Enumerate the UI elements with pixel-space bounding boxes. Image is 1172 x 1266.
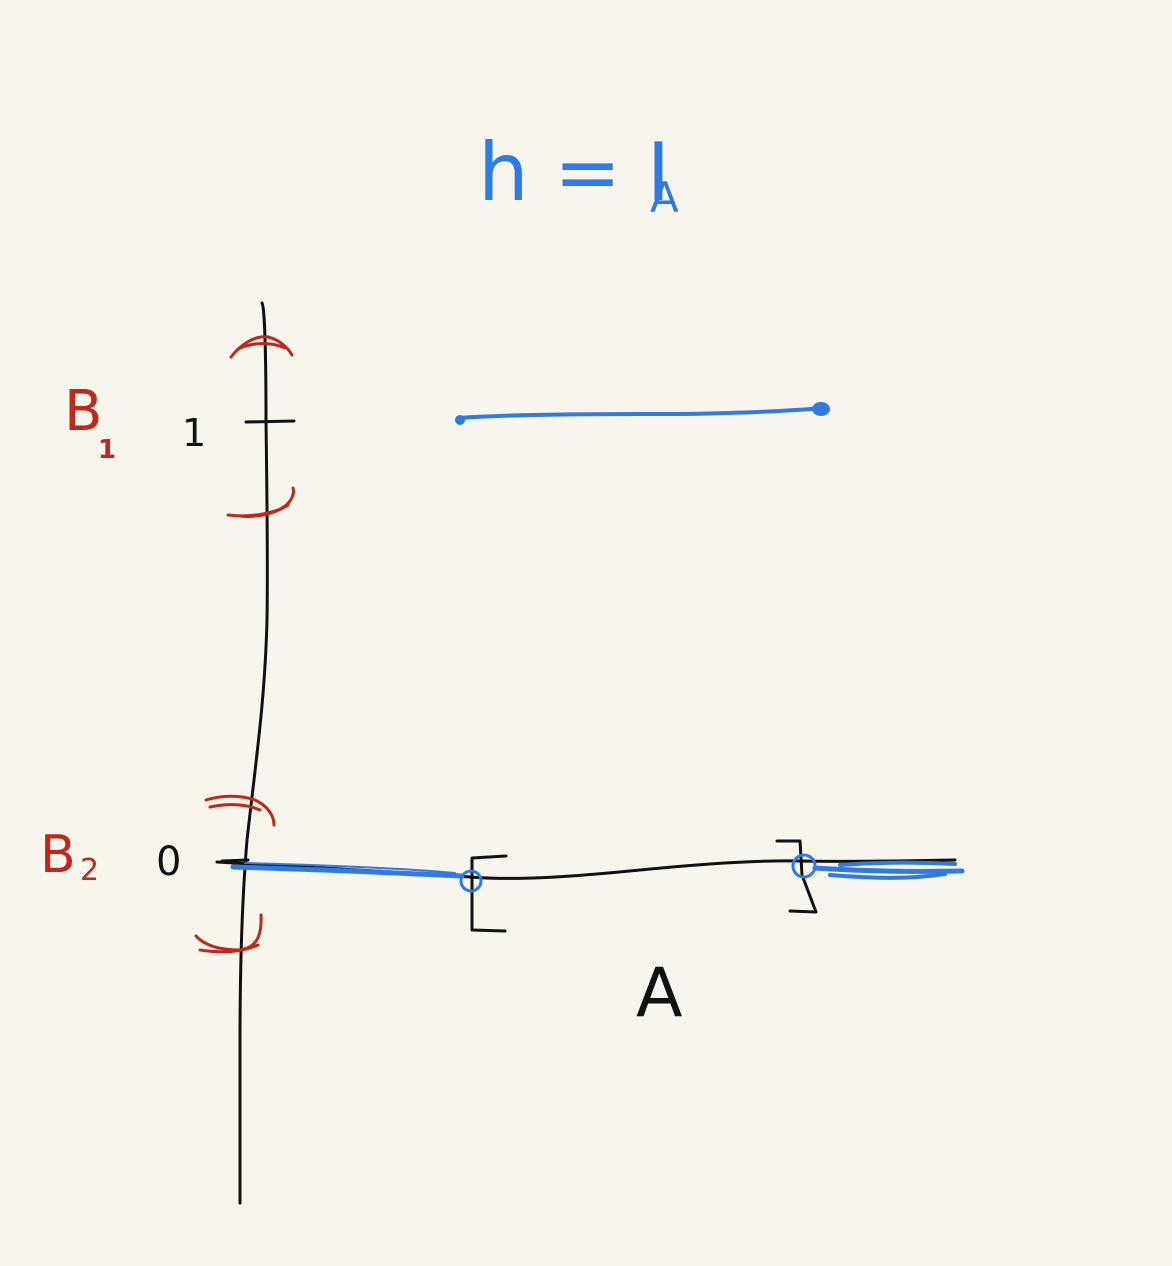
open-dot-right (791, 853, 817, 879)
neighborhood-label-b1: B 1 (64, 379, 116, 465)
title-subscript: A (650, 173, 679, 222)
closed-dot-right (812, 402, 830, 416)
neighborhood-b2-top-arc (204, 794, 276, 827)
function-zero-right-scribble (828, 860, 957, 880)
neighborhood-b2-bottom-arc (194, 913, 263, 954)
neighborhood-label-b2: B 2 (40, 825, 99, 888)
b2-letter: B (40, 825, 76, 885)
y-axis-line (238, 301, 269, 1205)
interval-right-bracket (775, 839, 818, 914)
interval-left-bracket (470, 854, 508, 933)
neighborhood-b1-bottom-arc (226, 486, 295, 518)
closed-dot-left (455, 415, 465, 425)
interval-label-a: A (636, 954, 683, 1033)
function-zero-left (230, 864, 465, 879)
function-zero-right (812, 865, 965, 874)
title-formula: h = I A (478, 126, 679, 222)
function-one-segment (456, 406, 824, 420)
y-tick-label-zero: 0 (156, 839, 181, 885)
y-tick-label-one: 1 (182, 411, 206, 455)
y-tick-zero (220, 858, 250, 863)
b1-subscript: 1 (98, 435, 116, 465)
open-dot-left (459, 869, 483, 893)
y-tick-one (244, 419, 296, 424)
function-zero-left-stroke (244, 862, 456, 874)
b2-subscript: 2 (80, 853, 99, 888)
title-main: h = I (478, 126, 670, 219)
b1-letter: B (64, 379, 102, 444)
neighborhood-b1-top-arc (229, 335, 294, 359)
